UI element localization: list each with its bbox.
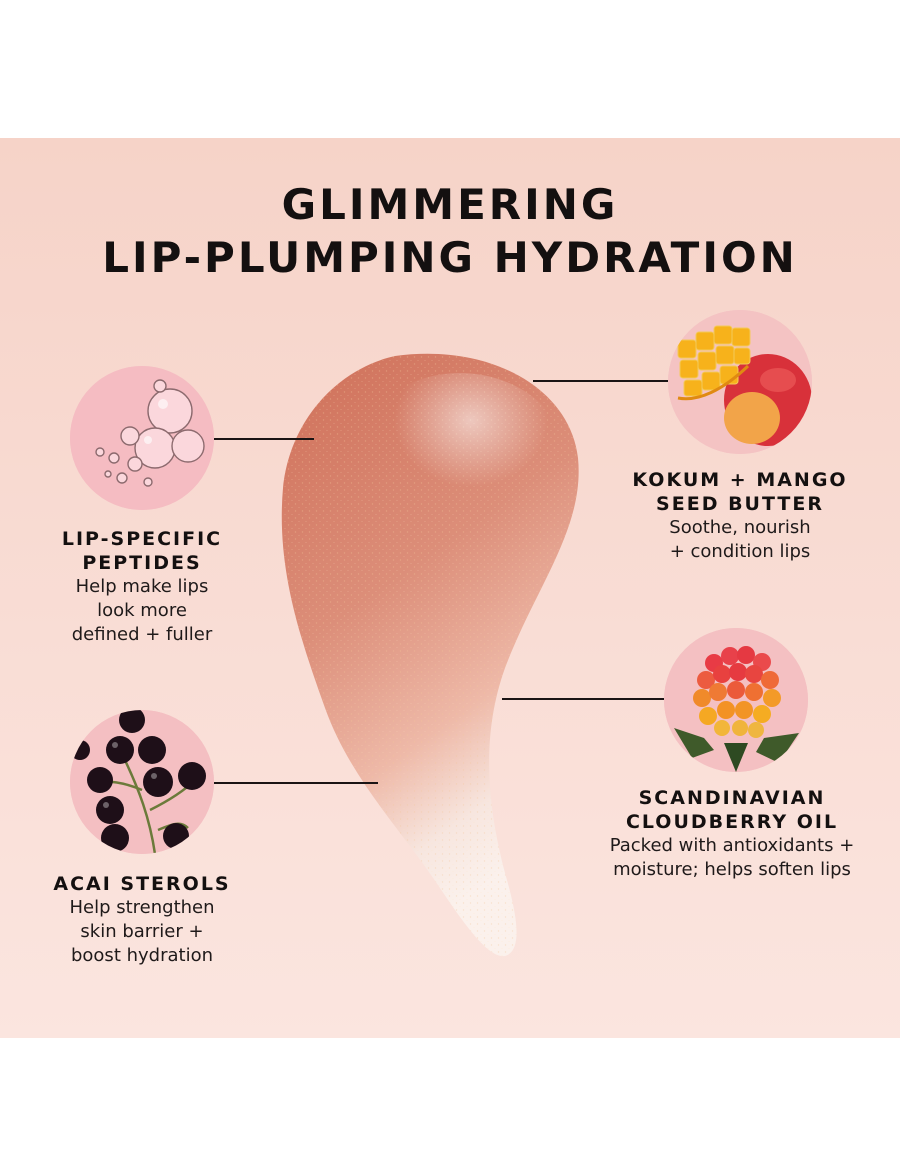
ingredient-description: Soothe, nourish (669, 517, 811, 538)
ingredient-description: defined + fuller (71, 624, 213, 645)
ingredient-name: PEPTIDES (82, 552, 202, 574)
ingredient-description: Packed with antioxidants + (609, 835, 855, 856)
connector-line-mango (533, 380, 670, 382)
ingredient-description: skin barrier + (80, 921, 204, 942)
ingredient-description: look more (97, 600, 187, 621)
cloudberry-icon (664, 628, 808, 772)
ingredient-name: ACAI STEROLS (53, 873, 231, 895)
connector-line-peptides (214, 438, 314, 440)
ingredient-name: KOKUM + MANGO (632, 469, 848, 491)
infographic-panel: GLIMMERING LIP-PLUMPING HYDRATION (0, 138, 900, 1038)
title-line-1: GLIMMERING (281, 180, 619, 229)
ingredient-name: CLOUDBERRY OIL (625, 811, 839, 833)
ingredient-description: Help make lips (75, 576, 209, 597)
ingredient-description: + condition lips (669, 541, 811, 562)
ingredient-peptides: LIP-SPECIFIC PEPTIDES Help make lips loo… (12, 527, 272, 647)
lip-gloss-swatch (281, 353, 579, 957)
ingredient-description: boost hydration (70, 945, 213, 966)
ingredient-description: moisture; helps soften lips (613, 859, 851, 880)
ingredient-name: SEED BUTTER (656, 493, 824, 515)
ingredient-cloudberry: SCANDINAVIAN CLOUDBERRY OIL Packed with … (572, 786, 892, 882)
title-line-2: LIP-PLUMPING HYDRATION (102, 233, 798, 282)
mango-icon (668, 310, 812, 454)
ingredient-kokum-mango: KOKUM + MANGO SEED BUTTER Soothe, nouris… (600, 468, 880, 564)
connector-line-acai (214, 782, 378, 784)
oil-bubbles-icon (70, 366, 214, 510)
ingredient-name: SCANDINAVIAN (638, 787, 826, 809)
ingredient-description: Help strengthen (69, 897, 215, 918)
ingredient-name: LIP-SPECIFIC (61, 528, 223, 550)
acai-berries-icon (70, 710, 214, 854)
connector-line-cloudberry (502, 698, 664, 700)
ingredient-acai: ACAI STEROLS Help strengthen skin barrie… (12, 872, 272, 968)
